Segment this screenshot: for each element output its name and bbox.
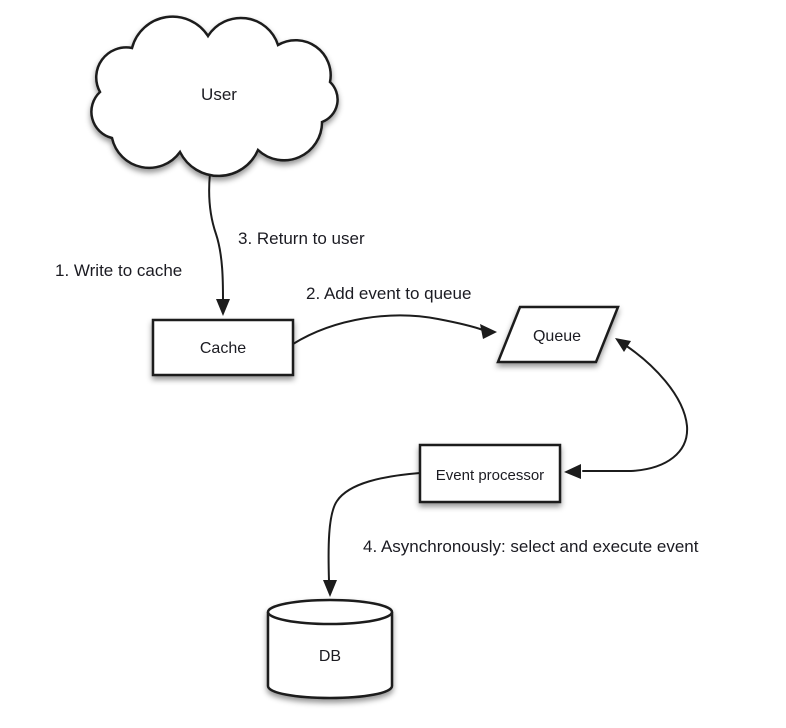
edge-cache-to-queue (292, 314, 497, 345)
user-cloud-shape (90, 15, 339, 178)
event-processor-label: Event processor (436, 467, 544, 484)
db-cylinder-body-shape (266, 612, 394, 700)
edge-user-to-cache (208, 157, 230, 316)
node-db: DB (266, 598, 394, 700)
edge-processor-to-db (323, 472, 421, 597)
edge-queue-event-processor (564, 338, 689, 479)
db-label: DB (319, 648, 341, 665)
db-arrowhead-icon (323, 580, 337, 597)
event-processor-box-shape (418, 443, 562, 504)
edge-label-async-execute: 4. Asynchronously: select and execute ev… (363, 537, 699, 556)
node-queue: Queue (496, 305, 620, 364)
node-event-processor: Event processor (418, 443, 562, 504)
event-processor-arrowhead-icon (564, 464, 581, 479)
user-to-cache-arrowhead-icon (216, 299, 230, 316)
node-user: User (90, 15, 339, 178)
cache-to-queue-arrowhead-icon (480, 324, 497, 339)
edge-label-write-to-cache: 1. Write to cache (55, 261, 182, 280)
db-cylinder-top-shape (266, 598, 394, 626)
queue-label: Queue (533, 328, 581, 345)
user-label: User (201, 85, 237, 104)
user-to-cache-line (208, 157, 224, 301)
queue-arrowhead-icon (615, 338, 631, 352)
queue-parallelogram-shape (496, 305, 620, 364)
cache-label: Cache (200, 340, 246, 357)
queue-event-processor-line (582, 344, 689, 472)
node-cache: Cache (151, 318, 295, 377)
cache-box-shape (151, 318, 295, 377)
edge-label-add-event-to-queue: 2. Add event to queue (306, 284, 471, 303)
processor-to-db-line (327, 472, 421, 582)
edge-label-return-to-user: 3. Return to user (238, 229, 365, 248)
cache-to-queue-line (292, 314, 484, 345)
